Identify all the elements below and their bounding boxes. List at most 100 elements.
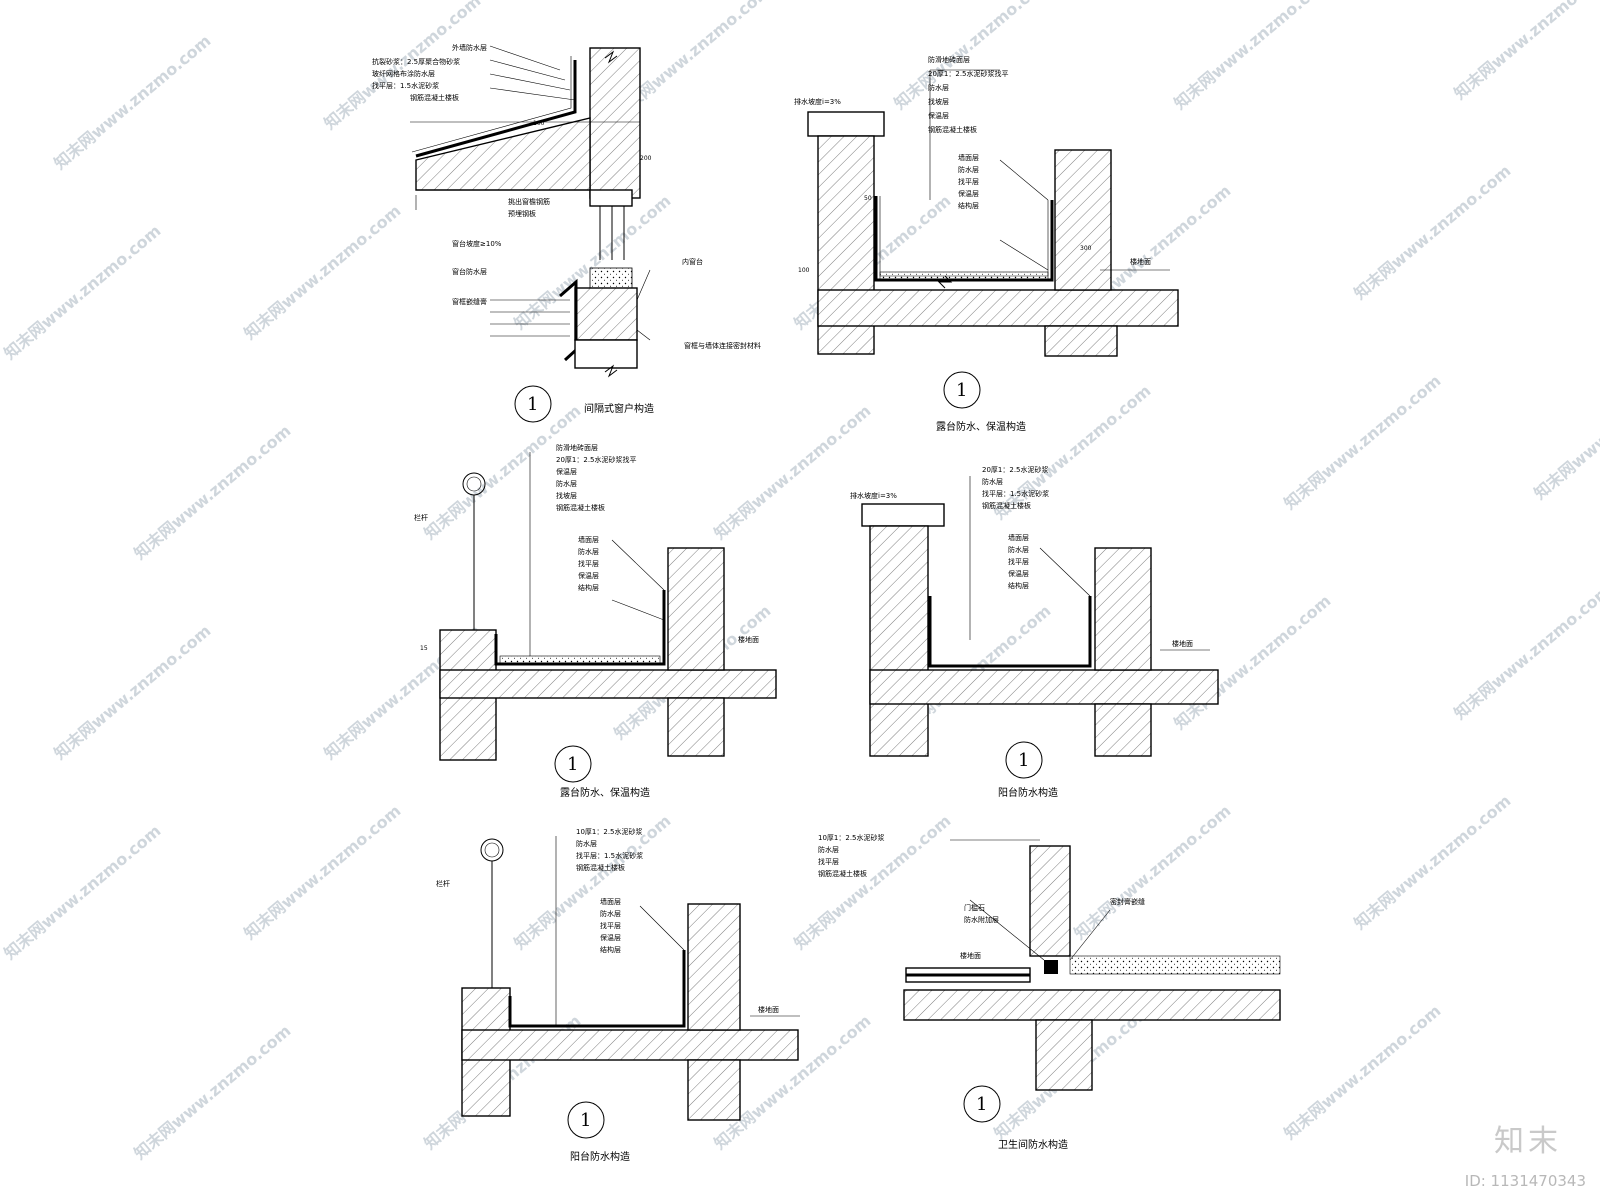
dim-label: 100 xyxy=(798,267,810,274)
callout: 栏杆 xyxy=(436,879,450,888)
detail-marker-2: 1 露台防水、保温构造 xyxy=(936,371,1026,433)
brand-logo: 知末 xyxy=(1494,1124,1562,1159)
callout: 楼地面 xyxy=(758,1005,779,1014)
detail-marker-3: 1 露台防水、保温构造 xyxy=(554,745,650,799)
callout: 玻纤网格布涂防水层 xyxy=(372,69,435,78)
callout: 防水层 xyxy=(958,165,979,174)
watermark-text: 知末网www.znzmo.com xyxy=(790,811,954,953)
callout: 钢筋混凝土楼板 xyxy=(928,125,977,134)
detail-title: 露台防水、保温构造 xyxy=(560,786,650,799)
watermark-text: 知末网www.znzmo.com xyxy=(240,201,404,343)
callout: 防水层 xyxy=(1008,545,1029,554)
svg-text:1: 1 xyxy=(956,380,967,401)
callout: 防水层 xyxy=(556,479,577,488)
callout: 栏杆 xyxy=(414,513,428,522)
callout: 挑出窗檐钢筋 xyxy=(508,197,550,206)
detail-terrace-b: 15 xyxy=(420,452,777,761)
svg-text:1: 1 xyxy=(976,1094,987,1115)
callout: 保温层 xyxy=(928,111,949,120)
callout: 20厚1：2.5水泥砂浆 xyxy=(982,465,1049,474)
callout: 防水层 xyxy=(578,547,599,556)
callout: 门槛石 xyxy=(964,903,985,912)
dim-label: 300 xyxy=(1080,245,1092,252)
callouts-detail-1: 外墙防水层 抗裂砂浆：2.5厚聚合物砂浆 玻纤网格布涂防水层 找平层：1.5水泥… xyxy=(372,43,761,350)
callout: 防水附加层 xyxy=(964,915,999,924)
callouts-detail-5: 10厚1：2.5水泥砂浆 防水层 找平层：1.5水泥砂浆 钢筋混凝土楼板 墙面层… xyxy=(436,827,779,1014)
callout: 钢筋混凝土楼板 xyxy=(410,93,459,102)
watermark-text: 知末网www.znzmo.com xyxy=(0,821,164,963)
detail-title: 卫生间防水构造 xyxy=(998,1138,1068,1151)
callout: 内窗台 xyxy=(682,257,703,266)
callouts-detail-2: 排水坡度i=3% 防滑地砖面层 20厚1：2.5水泥砂浆找平 防水层 找坡层 保… xyxy=(794,55,1151,266)
watermark-text: 知末网www.znzmo.com xyxy=(1280,371,1444,513)
callouts-detail-6: 10厚1：2.5水泥砂浆 防水层 找平层 钢筋混凝土楼板 门槛石 防水附加层 密… xyxy=(818,833,1145,960)
callout: 防滑地砖面层 xyxy=(556,443,598,452)
detail-marker-1: 1 间隔式窗户构造 xyxy=(514,385,654,423)
brand-id: ID: 1131470343 xyxy=(1464,1172,1586,1190)
callout: 找平层：1.5水泥砂浆 xyxy=(372,81,439,90)
callout: 保温层 xyxy=(600,933,621,942)
callout: 找平层 xyxy=(958,177,979,186)
callout: 窗台坡度≥10% xyxy=(452,239,502,248)
callout: 墙面层 xyxy=(1008,533,1029,542)
callout: 钢筋混凝土楼板 xyxy=(818,869,867,878)
callout: 找平层 xyxy=(818,857,839,866)
callout: 找平层：1.5水泥砂浆 xyxy=(982,489,1049,498)
callout: 20厚1：2.5水泥砂浆找平 xyxy=(928,69,1009,78)
callout: 钢筋混凝土楼板 xyxy=(982,501,1031,510)
callout: 保温层 xyxy=(556,467,577,476)
callout: 防滑地砖面层 xyxy=(928,55,970,64)
detail-title: 阳台防水构造 xyxy=(570,1150,630,1163)
watermark-text: 知末网www.znzmo.com xyxy=(890,0,1054,113)
callout: 结构层 xyxy=(600,945,621,954)
callout: 结构层 xyxy=(958,201,979,210)
callout: 10厚1：2.5水泥砂浆 xyxy=(818,833,885,842)
callout: 预埋钢板 xyxy=(508,209,536,218)
detail-terrace-c xyxy=(861,476,1219,757)
callout: 保温层 xyxy=(958,189,979,198)
callout: 保温层 xyxy=(1008,569,1029,578)
detail-marker-5: 1 阳台防水构造 xyxy=(567,1101,630,1163)
callout: 结构层 xyxy=(578,583,599,592)
detail-window: 100 200 xyxy=(410,45,652,378)
callout: 密封膏嵌缝 xyxy=(1110,897,1145,906)
detail-title: 阳台防水构造 xyxy=(998,786,1058,799)
detail-bathroom xyxy=(903,839,1281,1091)
callout: 抗裂砂浆：2.5厚聚合物砂浆 xyxy=(372,57,460,66)
callout: 排水坡度i=3% xyxy=(794,97,841,106)
svg-text:1: 1 xyxy=(567,754,578,775)
callout: 防水层 xyxy=(818,845,839,854)
callout: 楼地面 xyxy=(960,951,981,960)
watermark-text: 知末网www.znzmo.com xyxy=(1350,791,1514,933)
callout: 钢筋混凝土楼板 xyxy=(556,503,605,512)
watermark-text: 知末网www.znzmo.com xyxy=(1070,801,1234,943)
callout: 外墙防水层 xyxy=(452,43,487,52)
svg-text:1: 1 xyxy=(580,1110,591,1131)
callout: 墙面层 xyxy=(958,153,979,162)
detail-terrace-a: 50 300 100 xyxy=(798,69,1179,357)
callout: 排水坡度i=3% xyxy=(850,491,897,500)
watermark-text: 知末网www.znzmo.com xyxy=(320,0,484,133)
callout: 楼地面 xyxy=(738,635,759,644)
callout: 找平层：1.5水泥砂浆 xyxy=(576,851,643,860)
watermark-text: 知末网www.znzmo.com xyxy=(710,401,874,543)
callout: 20厚1：2.5水泥砂浆找平 xyxy=(556,455,637,464)
watermark-text: 知末网www.znzmo.com xyxy=(1280,1001,1444,1143)
detail-marker-4: 1 阳台防水构造 xyxy=(998,741,1058,799)
callouts-detail-4: 排水坡度i=3% 20厚1：2.5水泥砂浆 防水层 找平层：1.5水泥砂浆 钢筋… xyxy=(850,465,1193,648)
callout: 结构层 xyxy=(1008,581,1029,590)
callout: 墙面层 xyxy=(600,897,621,906)
callout: 窗台防水层 xyxy=(452,267,487,276)
detail-title: 间隔式窗户构造 xyxy=(584,402,654,415)
detail-marker-6: 1 卫生间防水构造 xyxy=(963,1085,1068,1151)
watermark-text: 知末网www.znzmo.com xyxy=(1450,581,1600,723)
watermark-text: 知末网www.znzmo.com xyxy=(1350,161,1514,303)
svg-text:1: 1 xyxy=(1018,750,1029,771)
callout: 10厚1：2.5水泥砂浆 xyxy=(576,827,643,836)
dim-label: 200 xyxy=(640,155,652,162)
callout: 保温层 xyxy=(578,571,599,580)
callout: 找坡层 xyxy=(928,97,949,106)
callout: 找坡层 xyxy=(556,491,577,500)
callout: 找平层 xyxy=(600,921,621,930)
